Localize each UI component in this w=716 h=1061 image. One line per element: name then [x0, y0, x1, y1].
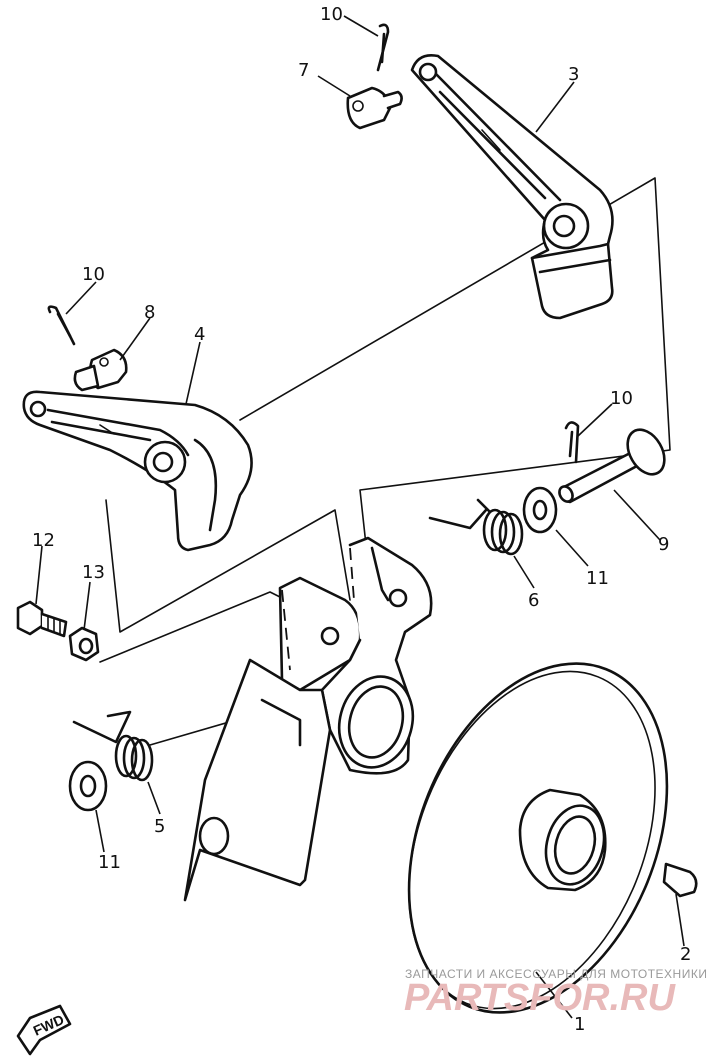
- part-8-clevis: [73, 348, 128, 392]
- part-6-spring: [428, 498, 524, 556]
- housing-bracket: [183, 536, 433, 902]
- callout-13: 13: [82, 562, 105, 583]
- part-5-spring: [72, 710, 154, 782]
- callout-12: 12: [32, 530, 55, 551]
- callout-5: 5: [154, 816, 165, 837]
- part-4-lower-lever: [22, 390, 253, 552]
- callout-9: 9: [658, 534, 669, 555]
- part-12-bolt: [16, 600, 68, 638]
- callout-10-top: 10: [320, 4, 343, 25]
- callout-10-left: 10: [82, 264, 105, 285]
- callout-10-right: 10: [610, 388, 633, 409]
- part-3-upper-lever: [410, 54, 614, 320]
- callout-leader-lines: [35, 15, 685, 1019]
- part-1-disc: [407, 662, 669, 1014]
- callout-6: 6: [528, 590, 539, 611]
- callout-8: 8: [144, 302, 155, 323]
- part-7-clevis: [346, 86, 403, 130]
- watermark: ЗАПЧАСТИ И АКСЕССУАРЫ ДЛЯ МОТОТЕХНИКИ PA…: [404, 967, 707, 1019]
- watermark-brand: PARTSFOR.RU: [404, 977, 676, 1019]
- part-2-key: [662, 862, 698, 898]
- callout-3: 3: [568, 64, 579, 85]
- callout-11-right: 11: [586, 568, 609, 589]
- part-9-pin: [558, 428, 666, 504]
- part-10-cotter-pins: [47, 23, 580, 464]
- callout-1: 1: [574, 1014, 585, 1035]
- part-11-washers: [68, 486, 558, 812]
- callout-7: 7: [298, 60, 309, 81]
- callout-11-left: 11: [98, 852, 121, 873]
- watermark-caption: ЗАПЧАСТИ И АКСЕССУАРЫ ДЛЯ МОТОТЕХНИКИ: [405, 967, 707, 981]
- fwd-direction-marker: FWD: [16, 1004, 72, 1056]
- callout-labels: 1 2 3 4 5 6 7 8 9 10 10 10 11 11 12 13: [32, 4, 691, 1035]
- forward-arrow-icon: [16, 1004, 72, 1056]
- callout-2: 2: [680, 944, 691, 965]
- part-13-nut: [68, 626, 100, 662]
- callout-4: 4: [194, 324, 205, 345]
